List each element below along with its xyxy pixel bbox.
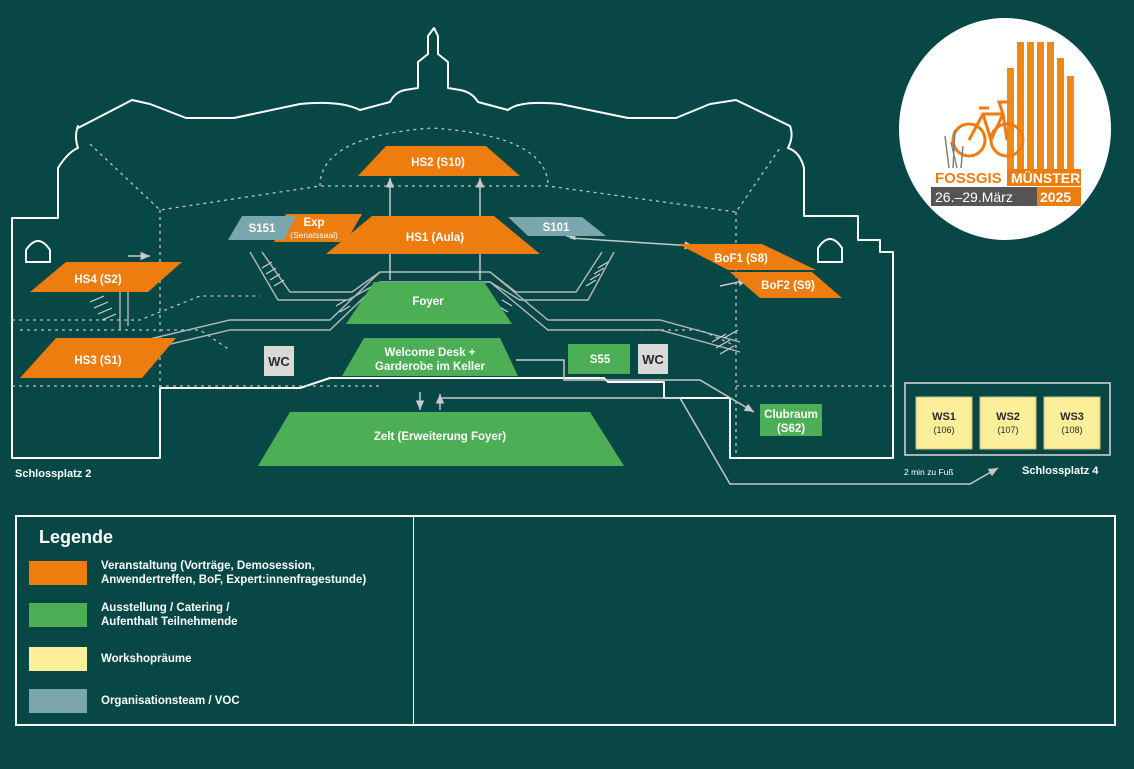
legend-swatch-event <box>29 561 87 585</box>
grass-icon <box>944 129 964 169</box>
room-exp[interactable]: Exp (Senatssaal) <box>274 214 362 242</box>
logo-city: MÜNSTER <box>1011 170 1080 186</box>
wc-left-label: WC <box>268 354 290 369</box>
clubraum-label-1: Clubraum <box>764 409 818 421</box>
room-hs3[interactable]: HS3 (S1) <box>20 338 176 378</box>
exp-sublabel: (Senatssaal) <box>290 230 338 240</box>
ws1-room: (106) <box>933 425 954 435</box>
legend-title: Legende <box>39 527 114 547</box>
legend-label-organisation: Organisationsteam / VOC <box>101 695 240 707</box>
legend-label-event: Veranstaltung (Vorträge, Demosession, An… <box>101 560 367 586</box>
wc-right: WC <box>638 344 668 374</box>
room-clubraum[interactable]: Clubraum (S62) <box>760 404 822 436</box>
zelt-tent[interactable]: Zelt (Erweiterung Foyer) <box>258 412 624 466</box>
room-hs4[interactable]: HS4 (S2) <box>30 262 182 292</box>
stairs <box>89 261 739 355</box>
legend-item-exhibition: Ausstellung / Catering / Aufenthalt Teil… <box>29 601 238 629</box>
clubraum-label-2: (S62) <box>777 423 805 435</box>
legend-swatch-organisation <box>29 689 87 713</box>
hs2-label: HS2 (S10) <box>411 157 465 169</box>
legend: Legende Veranstaltung (Vorträge, Demoses… <box>15 515 1116 726</box>
welcome-label-2: Garderobe im Keller <box>375 361 485 373</box>
legend-item-organisation: Organisationsteam / VOC <box>29 689 240 713</box>
legend-swatch-workshop <box>29 647 87 671</box>
room-s55[interactable]: S55 <box>568 344 630 374</box>
legend-label-exhibition: Ausstellung / Catering / Aufenthalt Teil… <box>101 602 238 628</box>
hs3-label: HS3 (S1) <box>74 355 121 367</box>
room-bof1[interactable]: BoF1 (S8) <box>678 244 816 270</box>
s151-label: S151 <box>249 223 276 235</box>
exp-label: Exp <box>303 217 324 229</box>
welcome-desk[interactable]: Welcome Desk + Garderobe im Keller <box>342 338 518 376</box>
corridors <box>39 251 741 376</box>
room-ws2[interactable]: WS2 (107) <box>979 396 1037 450</box>
room-s151[interactable]: S151 <box>228 216 296 240</box>
room-ws1[interactable]: WS1 (106) <box>915 396 973 450</box>
logo-name: FOSSGIS <box>935 170 1002 187</box>
wc-left: WC <box>264 346 294 376</box>
fossgis-logo: FOSSGIS MÜNSTER 26.–29.März 2025 <box>899 18 1111 240</box>
legend-swatch-exhibition <box>29 603 87 627</box>
s55-label: S55 <box>590 354 611 366</box>
hs1-label: HS1 (Aula) <box>406 232 464 244</box>
organ-pipes-icon <box>1007 42 1074 172</box>
bof2-label: BoF2 (S9) <box>761 280 815 292</box>
walk-time-label: 2 min zu Fuß <box>904 467 954 477</box>
schlossplatz4-label: Schlossplatz 4 <box>1022 465 1099 477</box>
ws3-label: WS3 <box>1060 411 1084 423</box>
legend-item-event: Veranstaltung (Vorträge, Demosession, An… <box>29 559 366 587</box>
zelt-label: Zelt (Erweiterung Foyer) <box>374 431 506 443</box>
interior-lines <box>12 127 893 458</box>
schlossplatz2-label: Schlossplatz 2 <box>15 468 91 480</box>
ws3-room: (108) <box>1061 425 1082 435</box>
welcome-label-1: Welcome Desk + <box>385 347 476 359</box>
window-right <box>817 238 843 263</box>
hs4-label: HS4 (S2) <box>74 274 121 286</box>
room-foyer[interactable]: Foyer <box>346 282 512 324</box>
foyer-label: Foyer <box>412 296 444 308</box>
bof1-label: BoF1 (S8) <box>714 253 768 265</box>
ws1-label: WS1 <box>932 411 956 423</box>
ws2-room: (107) <box>997 425 1018 435</box>
building-outline <box>11 27 894 459</box>
legend-item-workshop: Workshopräume <box>29 647 192 671</box>
room-s101[interactable]: S101 <box>508 217 606 236</box>
s101-label: S101 <box>543 222 570 234</box>
schlossplatz4-building <box>904 382 1111 456</box>
logo-year: 2025 <box>1040 189 1071 205</box>
legend-divider <box>413 517 414 724</box>
ws2-label: WS2 <box>996 411 1020 423</box>
room-ws3[interactable]: WS3 (108) <box>1043 396 1101 450</box>
logo-dates: 26.–29.März <box>935 189 1013 205</box>
window-left <box>25 240 51 263</box>
bicycle-icon <box>951 100 1025 158</box>
room-hs1[interactable]: HS1 (Aula) <box>326 216 540 254</box>
wc-right-label: WC <box>642 352 664 367</box>
legend-label-workshop: Workshopräume <box>101 653 192 665</box>
room-hs2[interactable]: HS2 (S10) <box>358 146 520 176</box>
room-bof2[interactable]: BoF2 (S9) <box>730 272 842 298</box>
